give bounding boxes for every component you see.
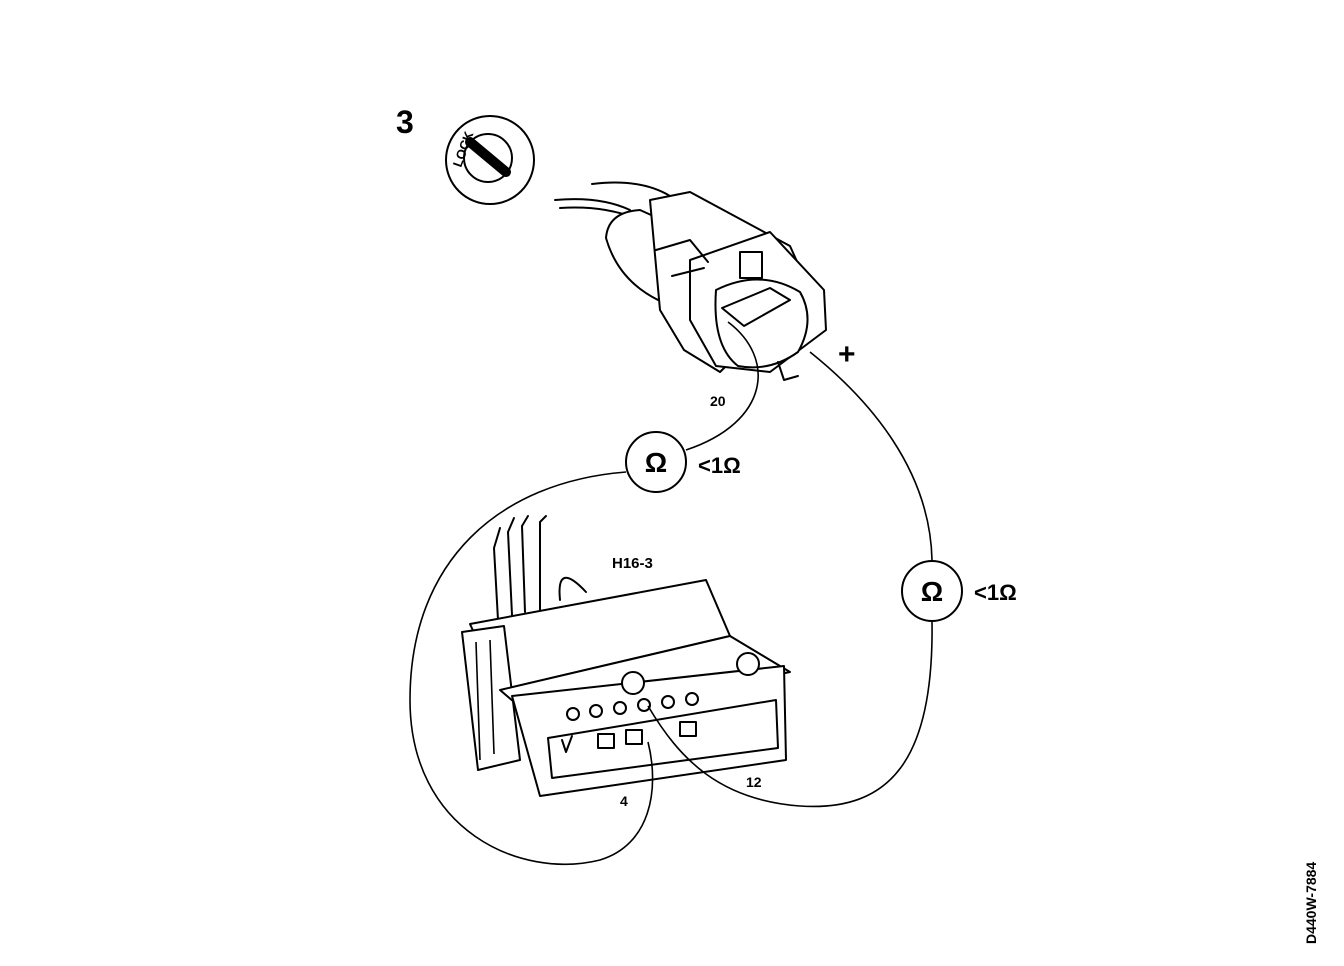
bottom-pin-right-label: 12 [746,774,762,790]
top-connector [554,181,827,381]
top-pin-label: 20 [710,393,726,409]
plus-symbol: + [838,338,856,371]
reference-code: D440W-7884 [1303,862,1319,944]
connector-name: H16-3 [612,555,653,572]
reading-right: <1Ω [974,580,1017,605]
ohm-symbol-right: Ω [921,576,943,607]
bottom-pin-left-label: 4 [620,793,628,809]
step-number: 3 [396,104,414,140]
ohm-symbol-left: Ω [645,447,667,478]
ohmmeter-right-icon: Ω [901,560,963,622]
ignition-switch-icon: LOCK [445,115,535,205]
bottom-connector [461,515,791,797]
reading-left: <1Ω [698,453,741,478]
ohmmeter-left-icon: Ω [625,431,687,493]
